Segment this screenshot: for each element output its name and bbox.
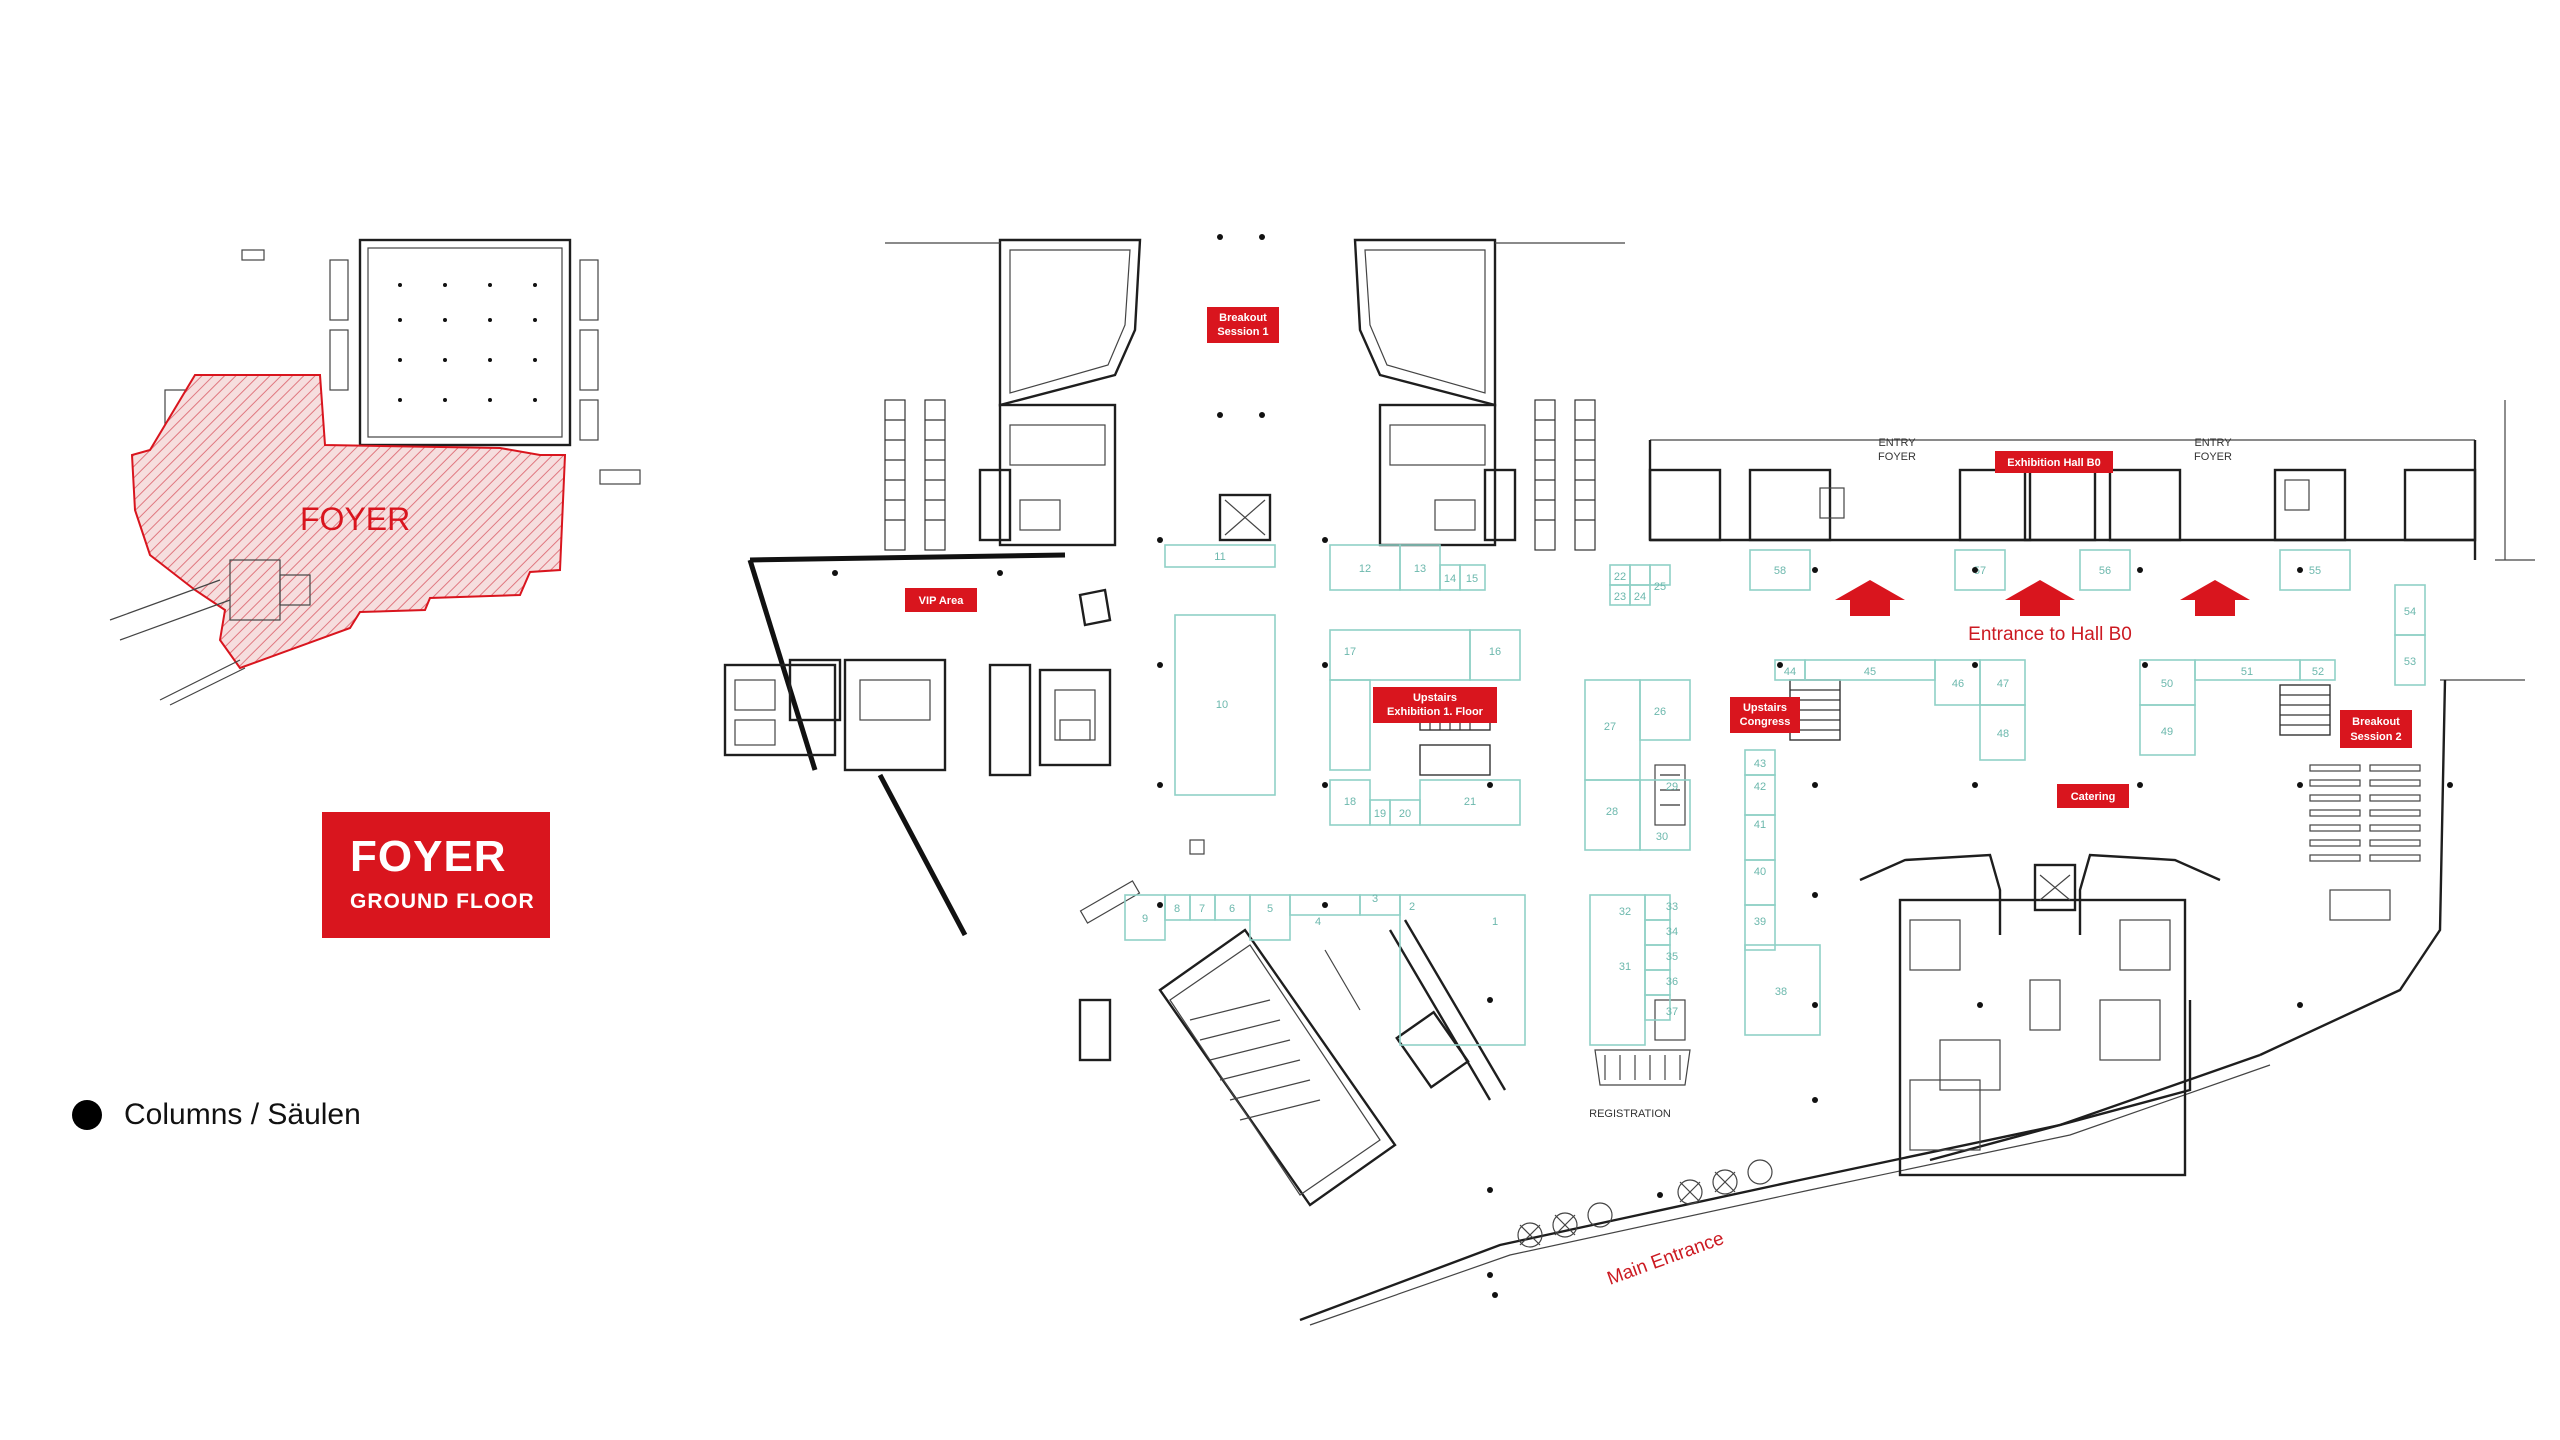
registration-label: REGISTRATION <box>1589 1108 1671 1120</box>
booth-45[interactable]: 45 <box>1864 666 1876 678</box>
booth-19[interactable]: 19 <box>1374 808 1386 820</box>
booth-41[interactable]: 41 <box>1754 819 1766 831</box>
label-catering[interactable]: Catering <box>2057 784 2129 808</box>
booth-31[interactable]: 31 <box>1619 961 1631 973</box>
page-title: FOYER <box>350 832 507 881</box>
booth-30[interactable]: 30 <box>1656 831 1668 843</box>
entry-foyer-2-line1: ENTRY <box>2194 437 2232 449</box>
label-upstairs-exhibition-line2: Exhibition 1. Floor <box>1387 706 1484 718</box>
booth-38[interactable]: 38 <box>1775 986 1787 998</box>
label-breakout-1[interactable]: Breakout Session 1 <box>1207 307 1279 343</box>
booth-16[interactable]: 16 <box>1489 646 1501 658</box>
label-vip-area-text: VIP Area <box>919 595 965 607</box>
booth-55[interactable]: 55 <box>2309 565 2321 577</box>
entry-foyer-1-line2: FOYER <box>1878 451 1916 463</box>
booth-3[interactable]: 3 <box>1372 893 1378 905</box>
booth-14[interactable]: 14 <box>1444 573 1456 585</box>
booth-11[interactable]: 11 <box>1214 551 1225 563</box>
booth-37[interactable]: 37 <box>1666 1006 1678 1018</box>
label-upstairs-congress[interactable]: Upstairs Congress <box>1730 697 1800 733</box>
label-breakout-2-line2: Session 2 <box>2350 731 2401 743</box>
overview-foyer-area <box>130 374 567 670</box>
booth-32[interactable]: 32 <box>1619 906 1631 918</box>
main-entrance-label: Main Entrance <box>1605 1228 1727 1290</box>
main-floor-plan: 11 12 13 14 15 10 17 16 18 19 20 21 22 2… <box>723 234 2535 1326</box>
booth-35[interactable]: 35 <box>1666 951 1678 963</box>
legend: Columns / Säulen <box>72 1098 361 1132</box>
label-vip-area[interactable]: VIP Area <box>905 588 977 612</box>
booth-56[interactable]: 56 <box>2099 565 2111 577</box>
title-block: FOYER GROUND FLOOR <box>322 812 550 938</box>
booth-7[interactable]: 7 <box>1199 903 1205 915</box>
booth-24[interactable]: 24 <box>1634 591 1646 603</box>
booth-15[interactable]: 15 <box>1466 573 1478 585</box>
booth-47[interactable]: 47 <box>1997 678 2009 690</box>
booth-1[interactable]: 1 <box>1492 916 1498 928</box>
booth-8[interactable]: 8 <box>1174 903 1180 915</box>
label-upstairs-exhibition-line1: Upstairs <box>1413 692 1457 704</box>
overview-foyer-label: FOYER <box>300 501 410 537</box>
booth-58[interactable]: 58 <box>1774 565 1786 577</box>
arrow-up-icon <box>2005 580 2075 616</box>
booth-50[interactable]: 50 <box>2161 678 2173 690</box>
booth-52[interactable]: 52 <box>2312 666 2324 678</box>
label-breakout-1-line2: Session 1 <box>1217 326 1268 338</box>
booth-5[interactable]: 5 <box>1267 903 1273 915</box>
booth-17[interactable]: 17 <box>1344 646 1356 658</box>
label-upstairs-congress-line2: Congress <box>1740 716 1791 728</box>
column-marker-icon <box>72 1100 102 1130</box>
booth-54[interactable]: 54 <box>2404 606 2416 618</box>
booth-48[interactable]: 48 <box>1997 728 2009 740</box>
booth-26[interactable]: 26 <box>1654 706 1666 718</box>
label-upstairs-exhibition[interactable]: Upstairs Exhibition 1. Floor <box>1373 687 1497 723</box>
booth-6[interactable]: 6 <box>1229 903 1235 915</box>
booth-51[interactable]: 51 <box>2241 666 2253 678</box>
booth-12[interactable]: 12 <box>1359 563 1371 575</box>
booth-34[interactable]: 34 <box>1666 926 1678 938</box>
booth-13[interactable]: 13 <box>1414 563 1426 575</box>
booth-9[interactable]: 9 <box>1142 913 1148 925</box>
booth-43[interactable]: 43 <box>1754 758 1766 770</box>
label-breakout-1-line1: Breakout <box>1219 312 1267 324</box>
booth-28[interactable]: 28 <box>1606 806 1618 818</box>
booth-27[interactable]: 27 <box>1604 721 1616 733</box>
entry-foyer-2-line2: FOYER <box>2194 451 2232 463</box>
booth-18[interactable]: 18 <box>1344 796 1356 808</box>
label-exhibition-hall[interactable]: Exhibition Hall B0 <box>1995 451 2113 473</box>
booth-2[interactable]: 2 <box>1409 901 1415 913</box>
booth-29[interactable]: 29 <box>1666 781 1678 793</box>
page-subtitle: GROUND FLOOR <box>350 890 535 913</box>
booth-46[interactable]: 46 <box>1952 678 1964 690</box>
entrance-hall-label: Entrance to Hall B0 <box>1968 624 2132 645</box>
columns <box>832 234 2453 1298</box>
booth-25[interactable]: 25 <box>1654 581 1666 593</box>
booth-4[interactable]: 4 <box>1315 916 1321 928</box>
label-breakout-2[interactable]: Breakout Session 2 <box>2340 710 2412 748</box>
booth-36[interactable]: 36 <box>1666 976 1678 988</box>
booth-40[interactable]: 40 <box>1754 866 1766 878</box>
booth-42[interactable]: 42 <box>1754 781 1766 793</box>
booth-20[interactable]: 20 <box>1399 808 1411 820</box>
booth-53[interactable]: 53 <box>2404 656 2416 668</box>
booth-10[interactable]: 10 <box>1216 699 1228 711</box>
overview-minimap: FOYER <box>109 238 641 706</box>
entrance-arrows <box>1835 580 2250 616</box>
entry-foyer-1-line1: ENTRY <box>1878 437 1916 449</box>
booth-39[interactable]: 39 <box>1754 916 1766 928</box>
booth-22[interactable]: 22 <box>1614 571 1626 583</box>
label-breakout-2-line1: Breakout <box>2352 716 2400 728</box>
legend-columns-label: Columns / Säulen <box>124 1098 361 1131</box>
booth-33[interactable]: 33 <box>1666 901 1678 913</box>
booth-49[interactable]: 49 <box>2161 726 2173 738</box>
label-exhibition-hall-text: Exhibition Hall B0 <box>2007 457 2101 469</box>
arrow-up-icon <box>1835 580 1905 616</box>
booth-23[interactable]: 23 <box>1614 591 1626 603</box>
label-catering-text: Catering <box>2071 791 2116 803</box>
label-upstairs-congress-line1: Upstairs <box>1743 702 1787 714</box>
arrow-up-icon <box>2180 580 2250 616</box>
booth-44[interactable]: 44 <box>1784 666 1796 678</box>
booth-21[interactable]: 21 <box>1464 796 1476 808</box>
